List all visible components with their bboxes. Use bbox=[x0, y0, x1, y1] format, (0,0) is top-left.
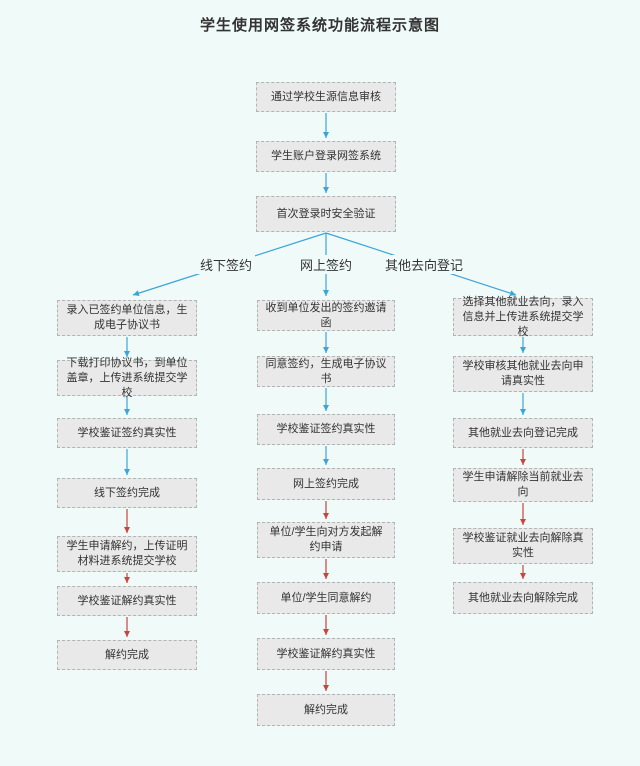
page-title: 学生使用网签系统功能流程示意图 bbox=[199, 17, 440, 34]
step-box-online-5: 单位/学生向对方发起解约申请 bbox=[257, 522, 395, 558]
step-box-online-1: 收到单位发出的签约邀请函 bbox=[257, 300, 395, 331]
step-box-source-check: 通过学校生源信息审核 bbox=[256, 82, 396, 112]
branch-label-offline: 线下签约 bbox=[196, 255, 256, 274]
step-box-online-3: 学校鉴证签约真实性 bbox=[257, 414, 395, 445]
step-box-offline-2: 下载打印协议书，到单位盖章，上传进系统提交学校 bbox=[57, 357, 197, 399]
step-box-other-6: 其他就业去向解除完成 bbox=[453, 582, 593, 614]
step-box-online-8: 解约完成 bbox=[257, 694, 395, 726]
branch-label-other: 其他去向登记 bbox=[381, 255, 467, 274]
step-box-other-5: 学校鉴证就业去向解除真实性 bbox=[453, 528, 593, 564]
step-box-online-2: 同意签约，生成电子协议书 bbox=[257, 356, 395, 387]
step-box-other-4: 学生申请解除当前就业去向 bbox=[453, 468, 593, 502]
step-box-offline-4: 线下签约完成 bbox=[57, 478, 197, 508]
step-box-online-6: 单位/学生同意解约 bbox=[257, 582, 395, 614]
step-box-other-1: 选择其他就业去向，录入信息并上传进系统提交学校 bbox=[453, 296, 593, 338]
step-box-offline-1: 录入已签约单位信息，生成电子协议书 bbox=[57, 300, 197, 336]
step-box-offline-3: 学校鉴证签约真实性 bbox=[57, 418, 197, 448]
step-box-account-login: 学生账户登录网签系统 bbox=[256, 141, 396, 172]
step-box-online-7: 学校鉴证解约真实性 bbox=[257, 638, 395, 670]
step-box-online-4: 网上签约完成 bbox=[257, 468, 395, 500]
step-box-offline-7: 解约完成 bbox=[57, 640, 197, 670]
step-box-offline-6: 学校鉴证解约真实性 bbox=[57, 586, 197, 616]
step-box-other-2: 学校审核其他就业去向申请真实性 bbox=[453, 356, 593, 392]
branch-label-online: 网上签约 bbox=[296, 255, 356, 274]
step-box-first-login: 首次登录时安全验证 bbox=[256, 196, 396, 232]
step-box-other-3: 其他就业去向登记完成 bbox=[453, 418, 593, 448]
step-box-offline-5: 学生申请解约，上传证明材料进系统提交学校 bbox=[57, 536, 197, 572]
